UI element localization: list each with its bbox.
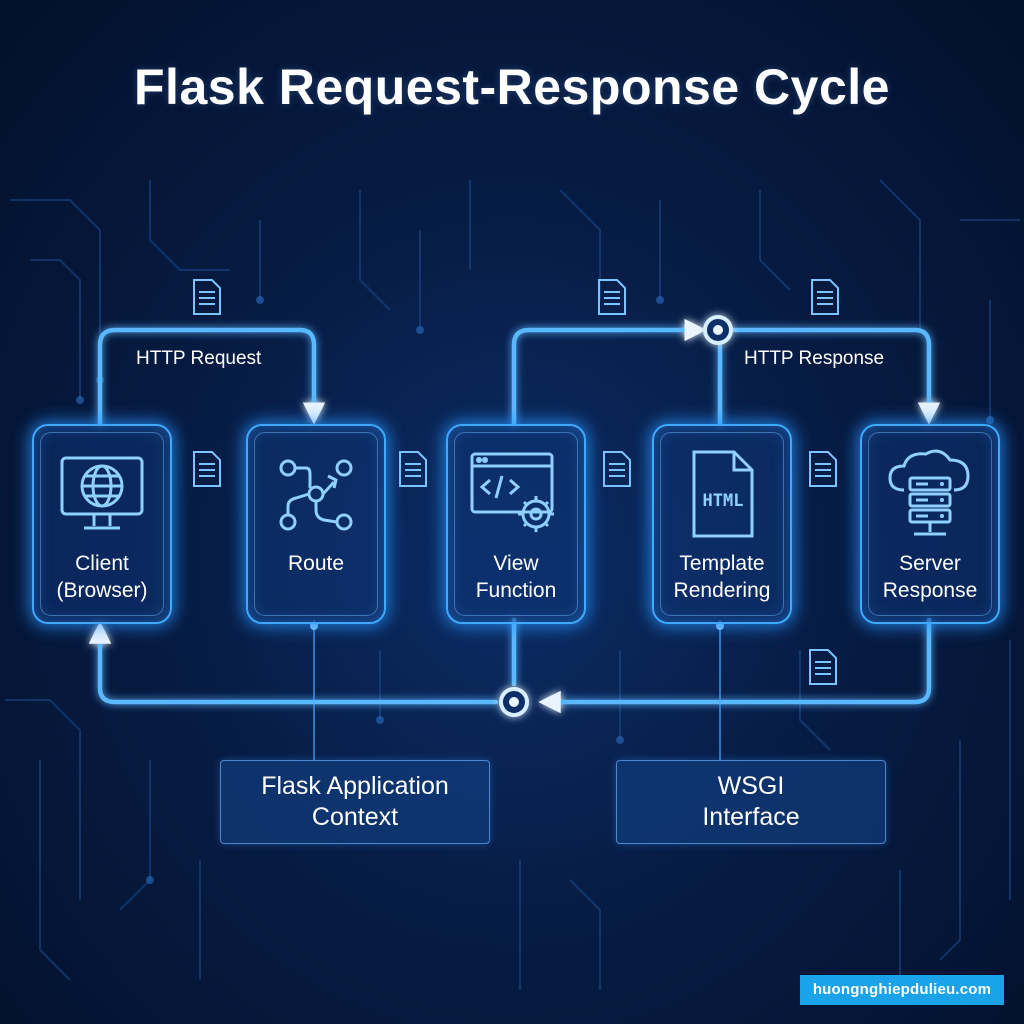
document-icon	[811, 279, 839, 315]
node-label: Route	[287, 552, 345, 575]
document-icon	[193, 279, 221, 315]
circuit-nodes	[76, 296, 994, 994]
response-top-line	[511, 318, 707, 427]
route-graph-icon	[279, 459, 353, 531]
return-loop-line	[538, 617, 932, 714]
response-top-line-2	[731, 327, 941, 425]
page-title: Flask Request-Response Cycle	[134, 59, 890, 115]
http-response-label: HTTP Response	[744, 348, 885, 369]
document-icon	[193, 451, 221, 487]
document-icon	[809, 649, 837, 685]
document-icon	[809, 451, 837, 487]
monitor-globe-icon	[60, 456, 144, 530]
html-badge-text: HTML	[703, 491, 744, 511]
node-route: Route	[246, 424, 386, 624]
watermark-badge: huongnghiepdulieu.com	[800, 975, 1004, 1005]
return-loop-line-2	[88, 621, 499, 705]
html-file-icon: HTML	[692, 450, 754, 538]
document-icon	[598, 279, 626, 315]
template-wsgi-dot	[716, 622, 724, 630]
route-context-dot	[310, 622, 318, 630]
request-loop-line	[97, 327, 326, 427]
cloud-server-icon	[888, 449, 970, 536]
document-icon	[399, 451, 427, 487]
node-label: Client(Browser)	[56, 552, 148, 602]
code-window-gear-icon	[470, 452, 554, 532]
document-icon	[603, 451, 631, 487]
http-request-label: HTTP Request	[136, 348, 262, 369]
node-client: Client(Browser)	[32, 424, 172, 624]
